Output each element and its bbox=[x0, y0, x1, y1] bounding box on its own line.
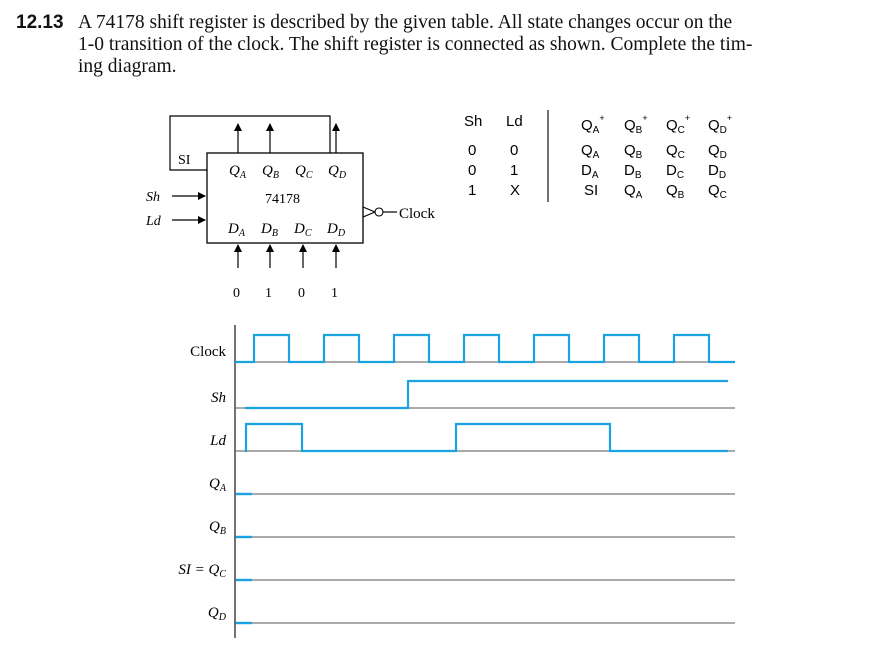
row-cell: QA bbox=[581, 142, 600, 161]
clock-input-label: Clock bbox=[399, 206, 435, 222]
row-cell: QC bbox=[708, 182, 727, 201]
table-row: 0 1 DA DB DC DD bbox=[468, 162, 726, 181]
signal-label: Clock bbox=[190, 344, 226, 360]
row-ld: X bbox=[510, 182, 520, 199]
problem-line-2: 1-0 transition of the clock. The shift r… bbox=[78, 34, 753, 55]
db-label: DB bbox=[260, 221, 278, 239]
chip-body bbox=[206, 152, 364, 244]
problem-line-1: A 74178 shift register is described by t… bbox=[78, 12, 733, 33]
header-ld: Ld bbox=[506, 113, 523, 130]
row-cell: QA bbox=[624, 182, 643, 201]
ld-input-label: Ld bbox=[145, 214, 162, 229]
dd-label: DD bbox=[326, 221, 346, 239]
signal-label: Ld bbox=[209, 433, 226, 449]
output-labels: QA QB QC QD bbox=[229, 163, 347, 181]
input-value-b: 1 bbox=[265, 286, 272, 301]
next-header-d: QD+ bbox=[708, 113, 732, 136]
row-cell: DC bbox=[666, 162, 684, 181]
signal-label: Sh bbox=[211, 390, 226, 406]
input-value-d: 1 bbox=[331, 286, 338, 301]
signal-label: QA bbox=[209, 476, 227, 494]
row-cell: QC bbox=[666, 142, 685, 161]
header-sh: Sh bbox=[464, 113, 482, 130]
shift-register-circuit: SI Sh Ld 74178 Clock QA QB QC QD DA DB D… bbox=[145, 115, 435, 301]
row-sh: 0 bbox=[468, 142, 476, 159]
row-ld: 1 bbox=[510, 162, 518, 179]
chip-number: 74178 bbox=[265, 192, 300, 207]
input-labels: DA DB DC DD bbox=[227, 221, 346, 239]
row-cell: QB bbox=[624, 142, 643, 161]
next-header-a: QA+ bbox=[581, 113, 605, 136]
ld-waveform bbox=[244, 422, 728, 453]
input-value-a: 0 bbox=[233, 286, 240, 301]
input-value-c: 0 bbox=[298, 286, 305, 301]
clock-triangle bbox=[362, 206, 377, 218]
qa-label: QA bbox=[229, 163, 247, 181]
problem-line-3: ing diagram. bbox=[78, 56, 177, 77]
row-cell: SI bbox=[584, 182, 598, 199]
row-cell: QD bbox=[708, 142, 727, 161]
qd-label: QD bbox=[328, 163, 347, 181]
row-ld: 0 bbox=[510, 142, 518, 159]
clock-waveform bbox=[235, 333, 735, 364]
row-cell: DD bbox=[708, 162, 726, 181]
signal-label: SI = QC bbox=[178, 562, 226, 580]
clock-bubble bbox=[374, 207, 384, 217]
sh-waveform bbox=[245, 379, 728, 410]
signal-label: QD bbox=[208, 605, 227, 623]
da-label: DA bbox=[227, 221, 246, 239]
row-sh: 0 bbox=[468, 162, 476, 179]
row-cell: DA bbox=[581, 162, 599, 181]
input-values: 0 1 0 1 bbox=[233, 286, 338, 301]
table-row: 0 0 QA QB QC QD bbox=[468, 142, 727, 161]
table-row: 1 X SI QA QB QC bbox=[468, 182, 727, 201]
feedback-wire bbox=[169, 115, 331, 171]
qc-label: QC bbox=[295, 163, 313, 181]
row-cell: QB bbox=[666, 182, 685, 201]
problem-number: 12.13 bbox=[16, 12, 64, 33]
sh-input-label: Sh bbox=[146, 190, 160, 205]
next-header-c: QC+ bbox=[666, 113, 690, 136]
row-cell: DB bbox=[624, 162, 642, 181]
row-sh: 1 bbox=[468, 182, 476, 199]
qb-label: QB bbox=[262, 163, 279, 181]
dc-label: DC bbox=[293, 221, 312, 239]
next-header-b: QB+ bbox=[624, 113, 648, 136]
next-state-headers: QA+ QB+ QC+ QD+ bbox=[581, 113, 732, 136]
si-label: SI bbox=[178, 153, 191, 168]
signal-label: QB bbox=[209, 519, 226, 537]
